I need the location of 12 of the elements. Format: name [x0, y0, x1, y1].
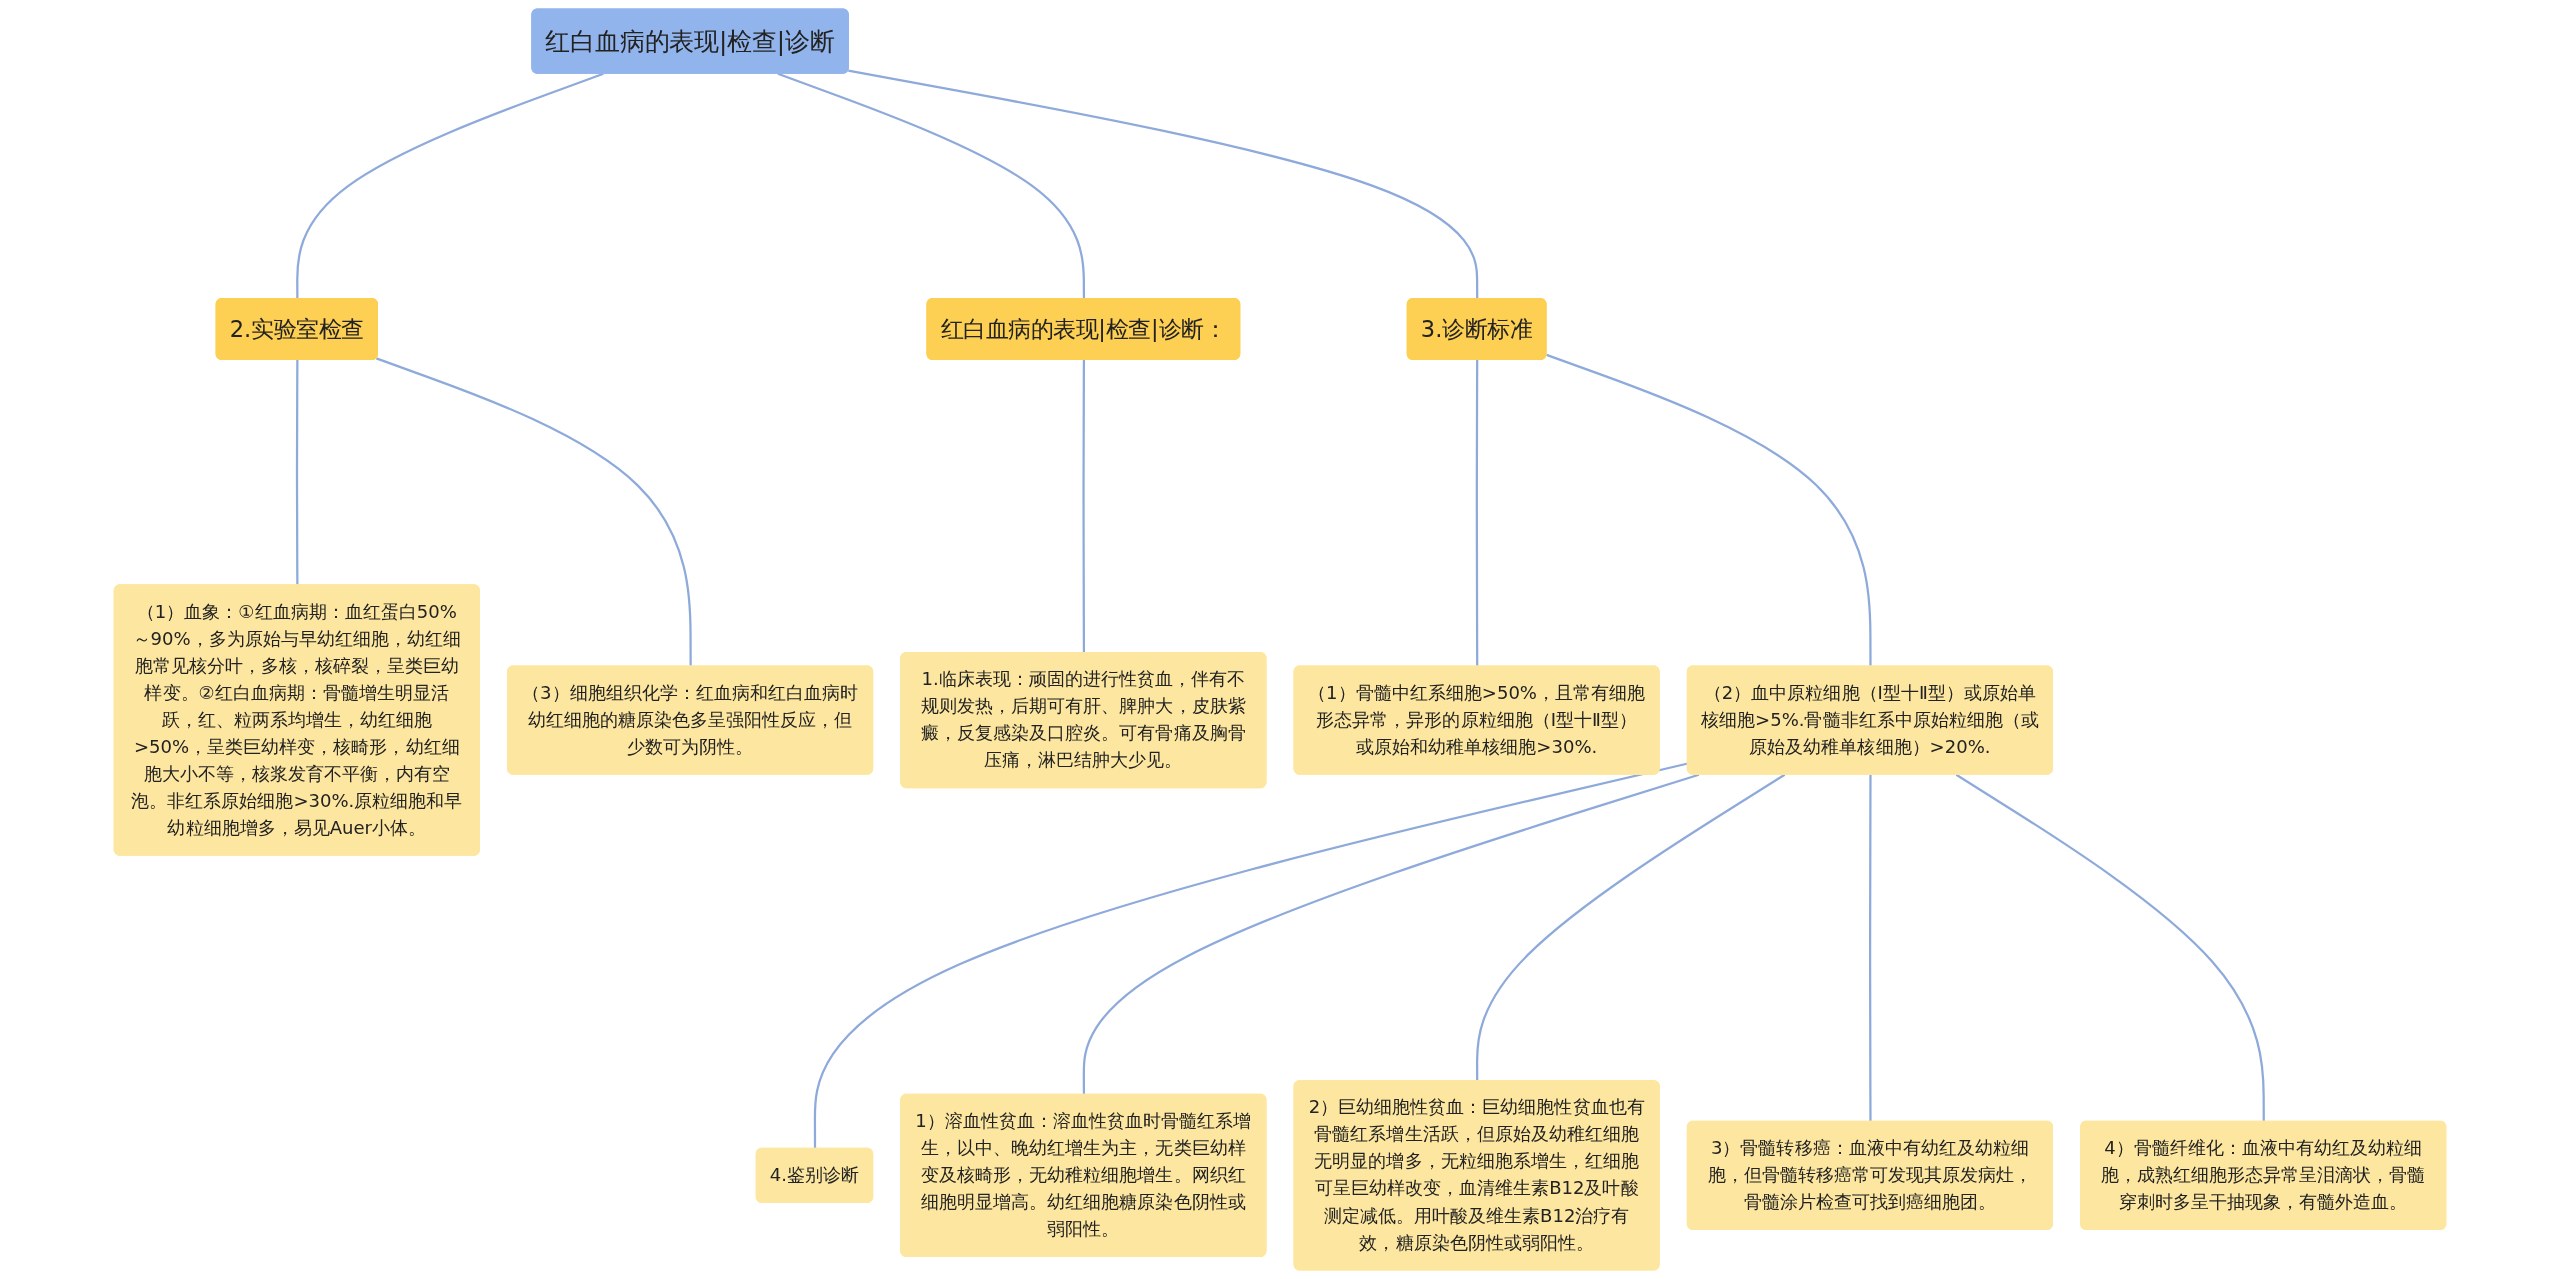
connector [295, 360, 299, 586]
connector [1476, 773, 1786, 1082]
connector [296, 72, 604, 300]
connector [1475, 360, 1479, 667]
connector [1869, 774, 1872, 1122]
connector [375, 357, 692, 667]
connector [777, 72, 1086, 300]
connector [1955, 773, 2265, 1122]
connector [1082, 360, 1086, 654]
connector [1082, 773, 1700, 1095]
connector [848, 69, 1479, 300]
connector [1546, 353, 1872, 667]
